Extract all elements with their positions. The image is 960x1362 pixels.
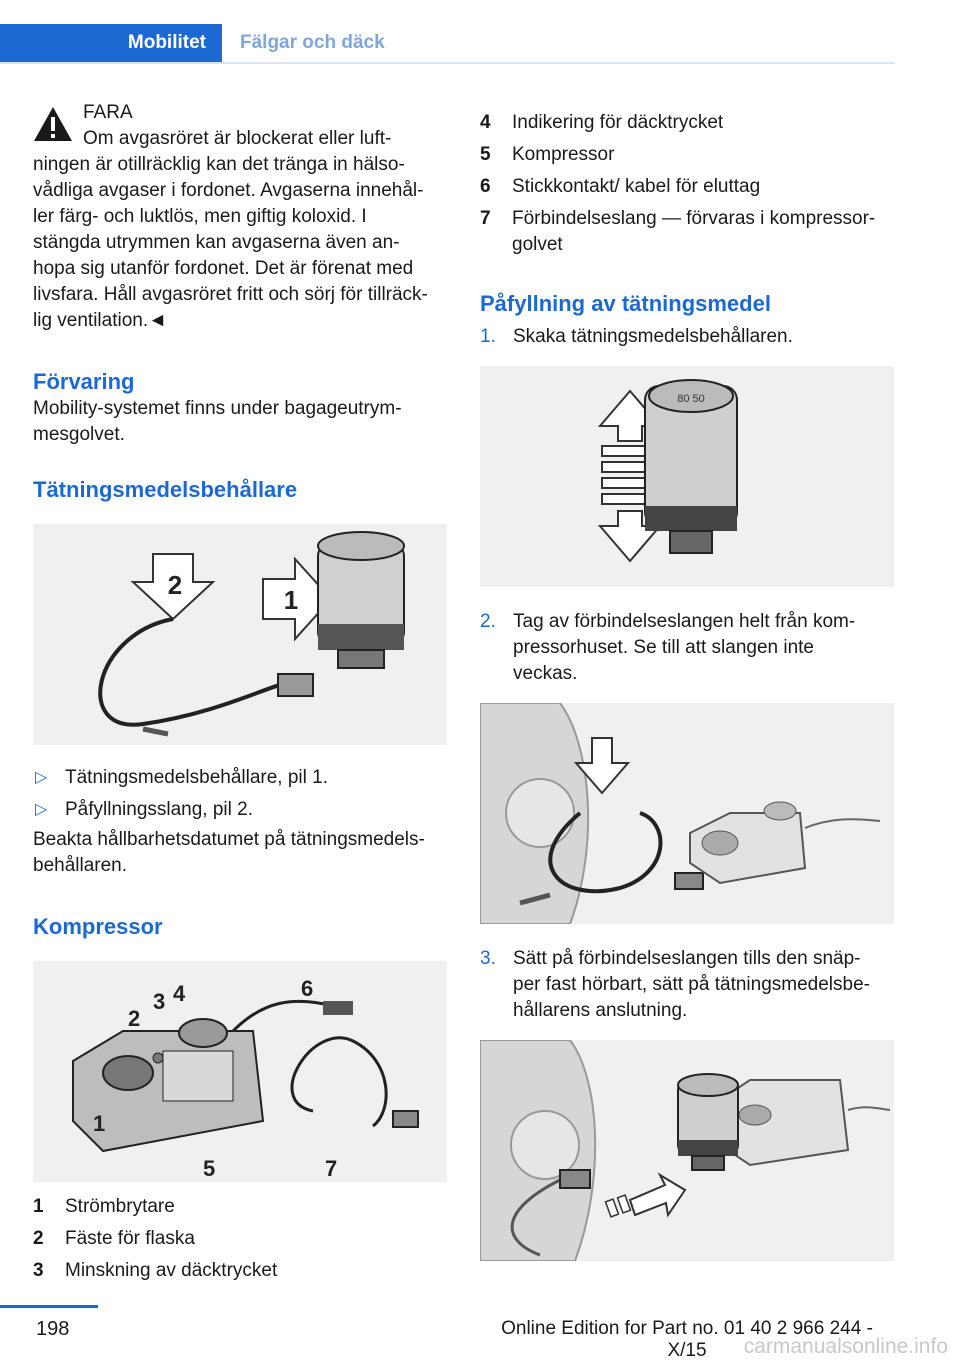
tab-falgar-och-dack[interactable]: Fälgar och däck (240, 32, 385, 53)
list-item: 5 Kompressor (480, 142, 894, 174)
item-label: Kompressor (512, 144, 615, 165)
item-number: 7 (480, 208, 491, 229)
item-label: Stickkontakt/ kabel för eluttag (512, 176, 761, 197)
item-label: golvet (512, 234, 563, 255)
page-number: 198 (36, 1318, 70, 1340)
figure-shake-canister: 80 50 (480, 366, 894, 587)
step-text: Skaka tätningsmedelsbehållaren. (513, 326, 793, 347)
shake-illustration: 80 50 (597, 379, 738, 563)
figure-label-7: 7 (325, 1156, 337, 1181)
item-label: Strömbrytare (65, 1196, 175, 1217)
step-text: hållarens anslutning. (513, 1000, 688, 1021)
remove-hose-illustration (480, 703, 881, 924)
figure-remove-hose (480, 703, 894, 924)
canister-label: 80 50 (677, 393, 705, 405)
step-text: pressorhuset. Se till att slangen inte (513, 637, 815, 658)
figure-sealant-container: 2 1 (33, 524, 447, 745)
heading-forvaring: Förvaring (33, 369, 135, 394)
footer-rule (0, 1305, 98, 1308)
attach-hose-illustration (480, 1040, 891, 1261)
list-item: 7 Förbindelseslang — förvaras i kompresso… (480, 206, 894, 258)
bullet-text: Tätningsmedelsbehållare, pil 1. (65, 767, 328, 788)
list-item: ▷ Påfyllningsslang, pil 2. (33, 797, 447, 823)
list-item: ▷ Tätningsmedelsbehållare, pil 1. (33, 765, 447, 791)
list-item: 1 Strömbrytare (33, 1194, 447, 1226)
heading-filling-sealant: Påfyllning av tätningsmedel (480, 291, 771, 316)
step-text: Tag av förbindelseslangen helt från kom- (513, 611, 856, 632)
step-item: 3. Sätt på förbindelseslangen tills den s… (480, 946, 894, 1024)
warning-title: FARA (83, 102, 133, 123)
warning-triangle-icon (34, 107, 72, 141)
heading-kompressor: Kompressor (33, 914, 163, 939)
item-number: 3 (33, 1260, 44, 1281)
heading-sealant-container: Tätningsmedelsbehållare (33, 477, 298, 502)
figure-attach-hose (480, 1040, 894, 1261)
step-item: 1. Skaka tätningsmedelsbehållaren. (480, 324, 894, 350)
figure-label-6: 6 (301, 976, 313, 1001)
item-label: Fäste för flaska (65, 1228, 195, 1249)
arrow-label-2: 2 (168, 570, 182, 600)
list-item: 4 Indikering för däcktrycket (480, 110, 894, 142)
step-text: veckas. (513, 663, 578, 684)
danger-warning: FARA Om avgasröret är blockerat eller lu… (33, 100, 447, 334)
warning-line: livsfara. Håll avgasröret fritt och sörj… (33, 284, 428, 305)
triangle-bullet-icon: ▷ (35, 769, 48, 786)
item-label: Minskning av däcktrycket (65, 1260, 278, 1281)
storage-text: mesgolvet. (33, 424, 125, 445)
sealant-note: behållaren. (33, 855, 128, 876)
step-text: Sätt på förbindelseslangen tills den snä… (513, 948, 861, 969)
list-item: 2 Fäste för flaska (33, 1226, 447, 1258)
arrow-label-1: 1 (284, 585, 298, 615)
left-column: FARA Om avgasröret är blockerat eller lu… (33, 100, 447, 1290)
storage-text: Mobility-systemet finns under bagageutry… (33, 398, 402, 419)
item-label: Indikering för däcktrycket (512, 112, 724, 133)
chapter-tabs: Mobilitet Fälgar och däck (0, 24, 895, 64)
item-number: 5 (480, 144, 491, 165)
figure-label-2: 2 (128, 1006, 140, 1031)
figure-label-5: 5 (203, 1156, 215, 1181)
compressor-illustration: 1 2 3 4 5 6 7 (72, 976, 419, 1181)
warning-line: hopa sig utanför fordonet. Det är förena… (33, 258, 414, 279)
bullet-text: Påfyllningsslang, pil 2. (65, 799, 253, 820)
warning-line: Om avgasröret är blockerat eller luft- (83, 128, 392, 149)
item-number: 4 (480, 112, 491, 133)
step-number: 1. (480, 326, 496, 347)
figure-label-1: 1 (93, 1111, 105, 1136)
warning-line: stängda utrymmen kan avgaserna även an- (33, 232, 400, 253)
edition-info: Online Edition for Part no. 01 40 2 966 … (501, 1318, 873, 1361)
figure-label-3: 3 (153, 989, 165, 1014)
watermark: carmanualsonline.info (743, 1335, 948, 1358)
item-number: 6 (480, 176, 491, 197)
sealant-illustration: 2 1 (98, 531, 405, 737)
list-item: 6 Stickkontakt/ kabel för eluttag (480, 174, 894, 206)
warning-line: vådliga avgaser i fordonet. Avgaserna in… (33, 180, 424, 201)
figure-label-4: 4 (173, 981, 186, 1006)
triangle-bullet-icon: ▷ (35, 801, 48, 818)
step-text: per fast hörbart, sätt på tätningsmedels… (513, 974, 870, 995)
warning-line: ningen är otillräcklig kan det tränga in… (33, 154, 405, 175)
sealant-note: Beakta hållbarhetsdatumet på tätningsmed… (33, 829, 425, 850)
warning-line: ler färg- och luktlös, men giftig koloxi… (33, 206, 367, 227)
item-label: Förbindelseslang — förvaras i kompressor… (512, 208, 876, 229)
step-number: 3. (480, 948, 496, 969)
list-item: 3 Minskning av däcktrycket (33, 1258, 447, 1290)
step-item: 2. Tag av förbindelseslangen helt från ko… (480, 609, 894, 687)
item-number: 1 (33, 1196, 44, 1217)
step-number: 2. (480, 611, 496, 632)
figure-compressor: 1 2 3 4 5 6 7 (33, 961, 447, 1182)
item-number: 2 (33, 1228, 44, 1249)
tab-mobilitet[interactable]: Mobilitet (0, 24, 222, 62)
warning-line: lig ventilation.◄ (33, 310, 167, 331)
